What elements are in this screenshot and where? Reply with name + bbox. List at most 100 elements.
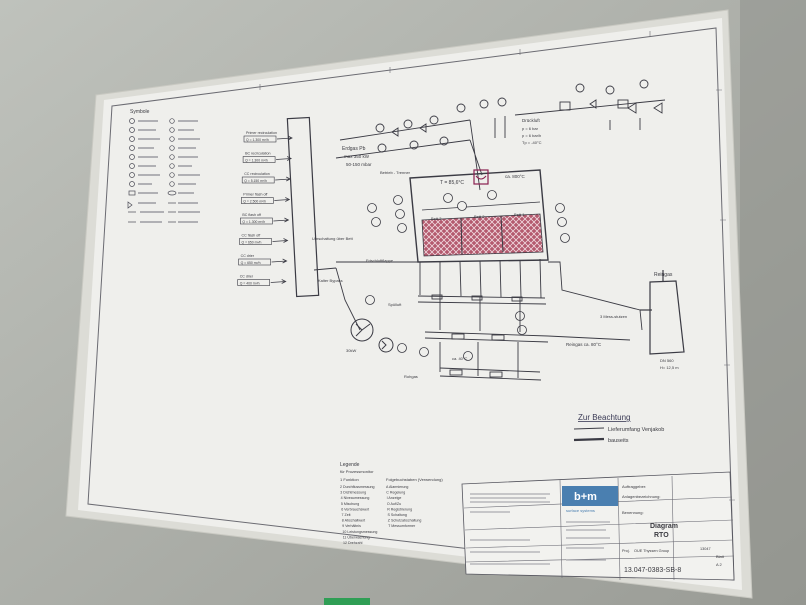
frischluft-label: Frischluftflappe bbox=[366, 258, 394, 263]
bed-label: Bett 1 bbox=[514, 212, 525, 217]
blatt-label: Blatt bbox=[716, 554, 725, 559]
bed-label: Bett 2 bbox=[474, 214, 485, 219]
chamber-temp: T = 85,6°C bbox=[440, 180, 464, 186]
feed-arrow bbox=[270, 279, 287, 284]
feed-label: Primer recirculation bbox=[246, 131, 277, 135]
bypass-label: Kalter Bypass bbox=[318, 278, 343, 283]
legende-item: O Auf/Zu bbox=[387, 502, 401, 506]
feed-arrow bbox=[276, 135, 293, 141]
legende-item: 12 Drehzahl bbox=[343, 541, 363, 545]
feed-value-box bbox=[243, 135, 277, 143]
feed-value: Q = 1.300 m³/h bbox=[245, 158, 268, 162]
feed-arrow bbox=[272, 238, 289, 243]
company-sub: surface systems bbox=[566, 508, 595, 513]
legende-item: C Regelung bbox=[386, 491, 405, 495]
feed-arrow bbox=[276, 156, 292, 161]
proj-label: Proj. bbox=[622, 549, 630, 553]
legende-title: Legende bbox=[340, 462, 360, 468]
legende-item: 9 Verhältnis bbox=[342, 524, 361, 528]
manifold bbox=[286, 116, 320, 298]
proj-value: OUE Thyssen Group bbox=[634, 549, 669, 553]
anlagen-label: Anlagenbezeichnung: bbox=[622, 494, 660, 499]
legende-item: 4 Niveaumessung bbox=[341, 496, 370, 500]
compressed-spec: p = 6 bar bbox=[522, 126, 539, 131]
legende: Legende für Prozessmonitor 1 Funktion 2 … bbox=[340, 462, 443, 545]
legende-col1-head: 1 Funktion bbox=[340, 477, 359, 482]
feed-value-box bbox=[239, 238, 272, 245]
company-logo: b+m bbox=[574, 491, 597, 503]
rto-chamber bbox=[409, 169, 549, 263]
legende-item: 6 Verbrauchswert bbox=[341, 507, 369, 511]
compressed-air-train bbox=[514, 79, 666, 130]
bed-label: Bett 3 bbox=[431, 216, 442, 221]
chamber-ca: ca. 800°C bbox=[505, 174, 526, 179]
compressed-air-label: Drückluft bbox=[522, 118, 541, 123]
legende-item: 8 Abschaltwert bbox=[342, 519, 365, 523]
fan-main bbox=[350, 318, 374, 342]
reingas-right: Reingas ca. 80°C bbox=[566, 342, 602, 347]
drawing-number: 13.047-0383-SB-8 bbox=[624, 567, 681, 574]
benennung-label: Benennung: bbox=[622, 510, 644, 515]
beachtung-line2: bauseits bbox=[608, 438, 629, 444]
beachtung-title: Zur Beachtung bbox=[578, 413, 630, 422]
legende-subtitle: für Prozessmonitor bbox=[340, 469, 374, 474]
duct-network bbox=[313, 258, 643, 381]
feed-label: CC drier bbox=[241, 254, 255, 258]
legende-item: 5 Mischung bbox=[341, 502, 359, 506]
compressed-spec: Tp = -40°C bbox=[522, 140, 542, 145]
legende-item: T Messumformer bbox=[388, 524, 416, 528]
format: A 2 bbox=[716, 562, 723, 567]
chimney-dn: DN 560 bbox=[660, 358, 674, 363]
symbol-legend-title: Symbole bbox=[130, 109, 150, 115]
reingas-top: Reingas bbox=[654, 272, 673, 278]
burner-label: Betrieb - Trenner bbox=[380, 170, 411, 175]
feed-label: CC drier bbox=[240, 275, 254, 279]
gas-pressure: 50-150 mbar bbox=[346, 162, 372, 167]
title-block: b+m surface systems Auftraggeber: Anlage… bbox=[461, 471, 735, 581]
legende-item: 7 Zeit bbox=[342, 513, 351, 517]
feed-label: Primer flash off bbox=[243, 193, 267, 197]
feed-value-box bbox=[240, 217, 273, 225]
fan-secondary bbox=[378, 337, 394, 353]
legende-item: 3 Dichtmessung bbox=[340, 491, 366, 495]
feed-label: BC recirculation bbox=[245, 152, 270, 156]
feed-value-box bbox=[238, 258, 271, 266]
proj-no: 13047 bbox=[700, 547, 711, 551]
feed-value: Q = 650 m³/h bbox=[241, 261, 261, 265]
legende-item: R Registrierung bbox=[387, 507, 412, 511]
symbol-legend: Symbole bbox=[127, 109, 200, 223]
feed-value: Q = 1.300 m³/h bbox=[246, 138, 269, 142]
small-temp: ca. 40°C bbox=[452, 356, 467, 361]
legende-col2-head: Folgebuchstaben (Verwendung) bbox=[386, 477, 443, 482]
feed-label: CC recirculation bbox=[244, 172, 270, 176]
feed-value-box bbox=[237, 279, 270, 286]
compressed-spec: p = 6 bar/h bbox=[522, 133, 541, 138]
drawing-sheet bbox=[78, 18, 742, 590]
legende-item: S Schaltung bbox=[388, 513, 407, 517]
feed-label: BC flash off bbox=[242, 213, 261, 217]
schaltung-label: Umschaltung über Bett bbox=[312, 236, 354, 241]
chimney-h: H= 12,5 m bbox=[660, 365, 679, 370]
feed-arrow bbox=[273, 217, 290, 223]
feed-arrow bbox=[271, 258, 288, 264]
legende-item: I Anzeige bbox=[387, 496, 402, 500]
feed-value-box bbox=[242, 156, 276, 163]
legende-item: A Alarmierung bbox=[386, 485, 408, 489]
feed-value-box bbox=[241, 197, 274, 204]
green-tag bbox=[324, 598, 370, 605]
feed-value: Q = 400 m³/h bbox=[240, 281, 260, 285]
messstutzen-label: 3 Mess-stutzen bbox=[600, 314, 627, 319]
rohgas-label: Rohgas bbox=[404, 374, 418, 379]
gas-power: max 350 kW bbox=[344, 154, 370, 159]
gas-train bbox=[335, 97, 507, 191]
drawing-subtitle: RTO bbox=[654, 532, 669, 539]
feed-label: CC flash off bbox=[242, 234, 261, 238]
legende-item: Z Schutzabschaltung bbox=[388, 519, 422, 523]
legende-item: 2 Durchflussmessung bbox=[340, 485, 375, 489]
feed-value: Q = 5.150 m³/h bbox=[244, 179, 267, 183]
chimney bbox=[640, 270, 685, 355]
feed-value: Q = 650 m³/h bbox=[242, 240, 262, 244]
gas-label: Erdgas Pb bbox=[342, 146, 366, 152]
feed-value-box bbox=[241, 176, 275, 184]
